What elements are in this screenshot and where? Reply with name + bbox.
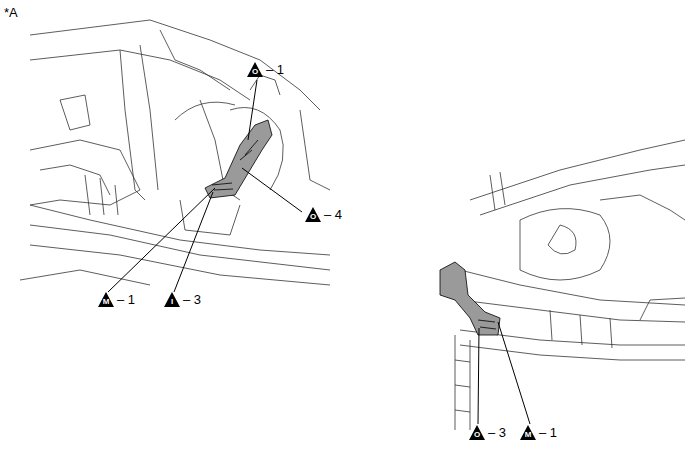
callout-number: – 3 — [488, 426, 506, 439]
figure-id: *A — [4, 6, 18, 19]
callout-number: – 1 — [266, 63, 284, 76]
callout-number: – 4 — [324, 208, 342, 221]
callout-number: – 3 — [183, 293, 201, 306]
callout-symbol: M — [523, 431, 533, 439]
callout-symbol: O — [308, 213, 318, 221]
callout-symbol: O — [250, 68, 260, 76]
callout-number: – 1 — [539, 426, 557, 439]
callout-number: – 1 — [117, 293, 135, 306]
callout-symbol: I — [167, 298, 177, 306]
callout-symbol: O — [472, 431, 482, 439]
callout-symbol: M — [101, 298, 111, 306]
